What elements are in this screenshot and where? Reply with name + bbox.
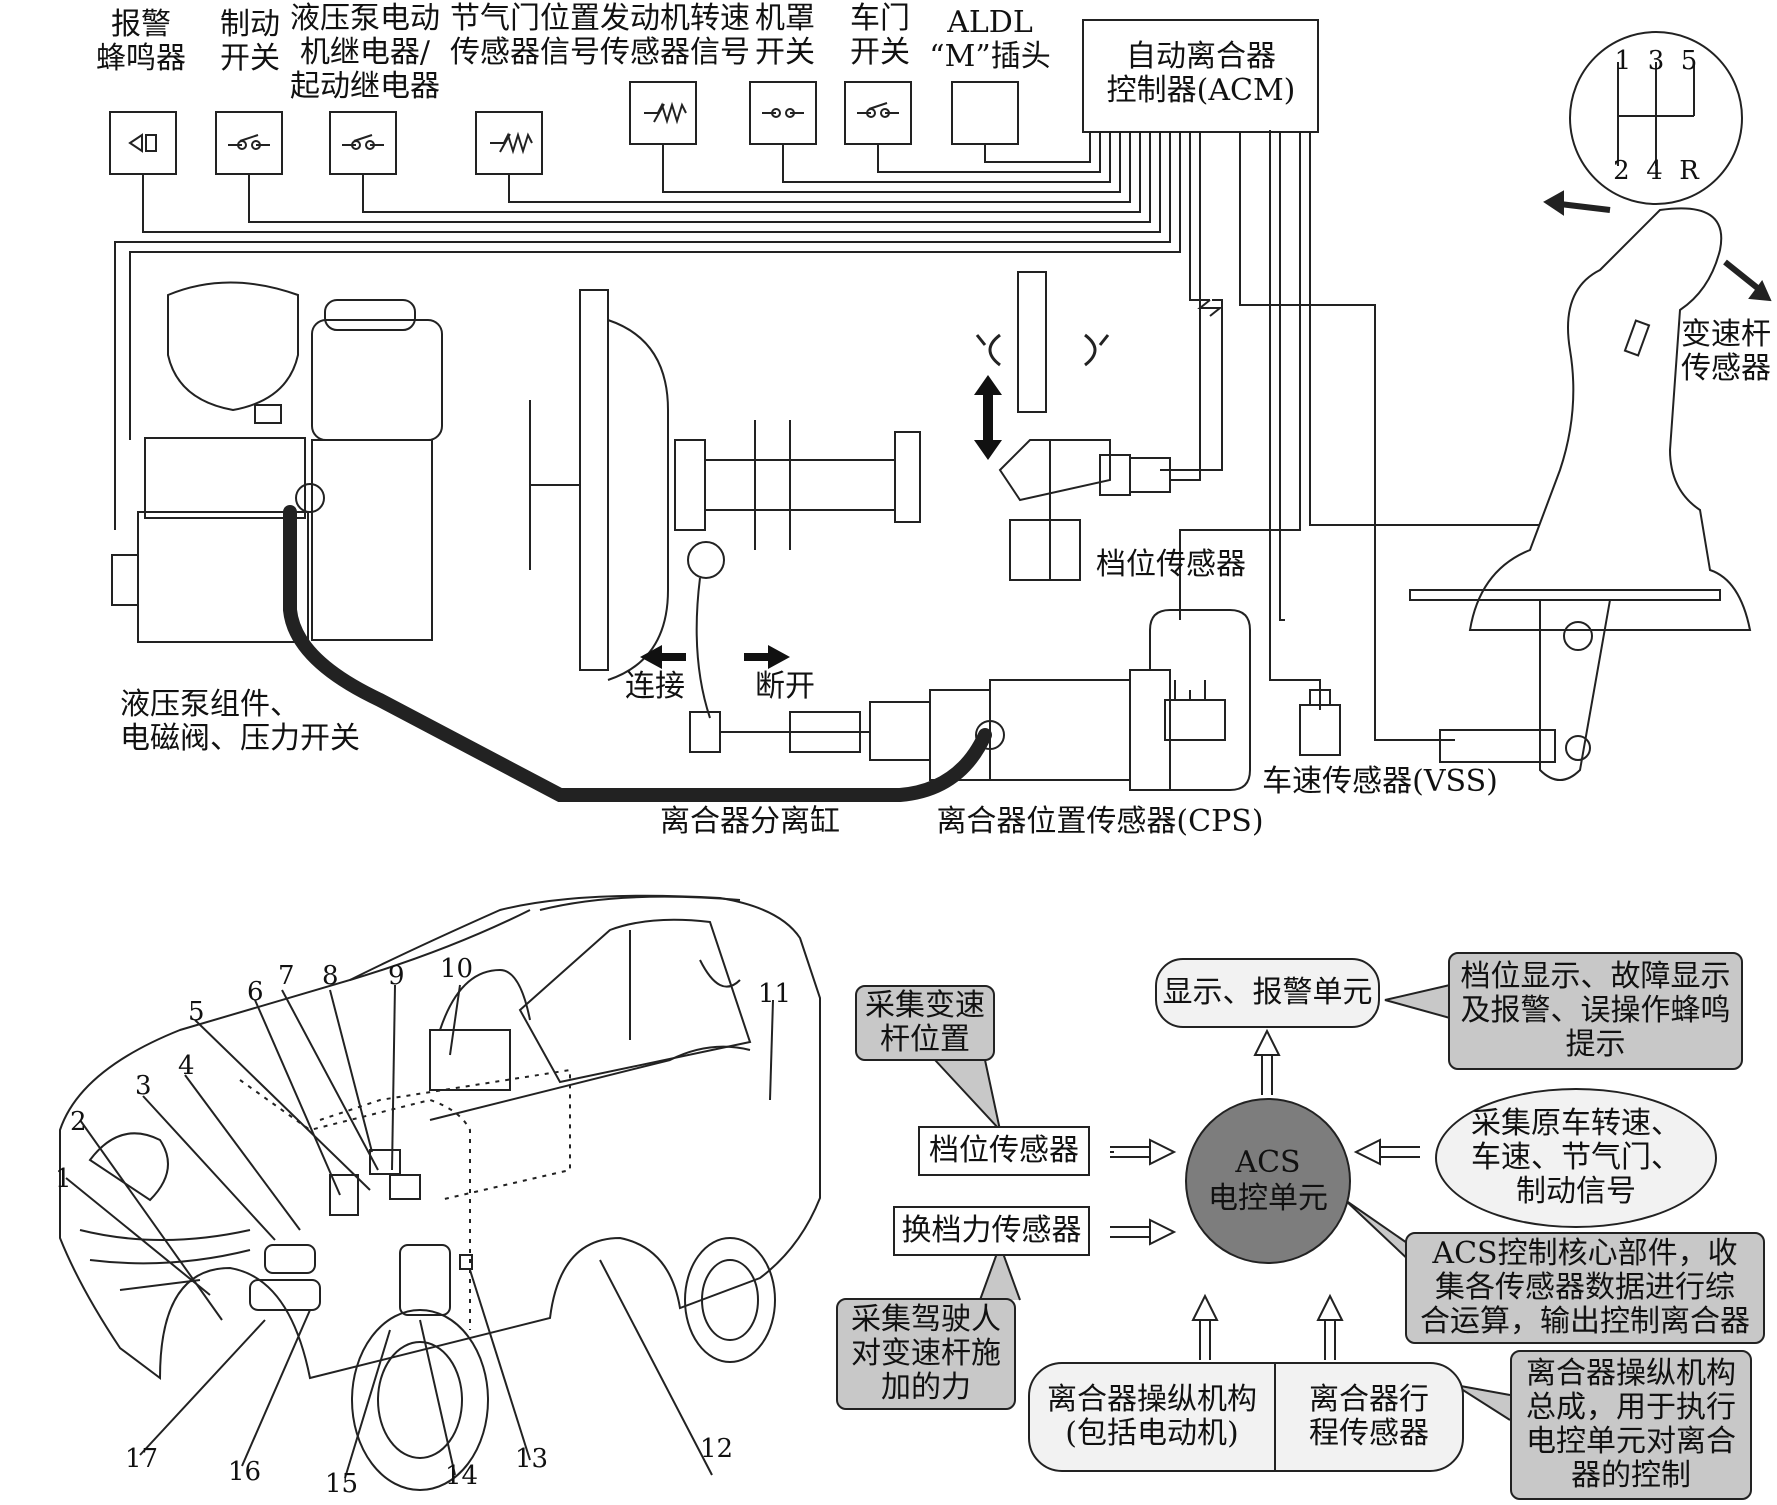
label-door-switch: 车门 开关	[850, 1, 910, 70]
label-hood-switch: 机罩 开关	[755, 1, 815, 70]
label-pump-relay: 液压泵电动 机继电器/ 起动继电器	[290, 1, 440, 104]
car-number-1: 1	[55, 1164, 72, 1194]
clutch-travel-sensor: 离合器行 程传感器	[1274, 1362, 1464, 1472]
display-alarm-unit: 显示、报警单元	[1155, 958, 1380, 1028]
car-number-9: 9	[388, 961, 405, 991]
car-number-2: 2	[70, 1107, 87, 1137]
label-shift-pattern-top: 1 3 5	[1614, 46, 1698, 76]
car-number-4: 4	[178, 1051, 195, 1081]
label-disengage: 断开	[755, 669, 815, 704]
car-number-13: 13	[515, 1444, 549, 1474]
label-vss: 车速传感器(VSS)	[1262, 764, 1498, 799]
car-number-10: 10	[440, 954, 474, 984]
collect-driver-force-note: 采集驾驶人 对变速杆施 加的力	[836, 1298, 1016, 1410]
gear-position-sensor: 档位传感器	[918, 1126, 1090, 1176]
car-number-6: 6	[247, 977, 264, 1007]
shift-force-sensor: 换档力传感器	[893, 1206, 1090, 1256]
car-number-8: 8	[322, 961, 339, 991]
car-number-17: 17	[125, 1444, 159, 1474]
clutch-actuator-mechanism: 离合器操纵机构 (包括电动机)	[1028, 1362, 1276, 1472]
label-aldl: ALDL “M”插头	[929, 5, 1051, 74]
acs-core-note: ACS控制核心部件，收 集各传感器数据进行综 合运算，输出控制离合器	[1405, 1232, 1765, 1344]
car-number-11: 11	[758, 979, 792, 1009]
car-number-3: 3	[135, 1071, 152, 1101]
label-gear-sensor: 档位传感器	[1096, 547, 1246, 582]
car-number-16: 16	[228, 1457, 262, 1487]
label-acm: 自动离合器 控制器(ACM)	[1106, 39, 1296, 108]
hood-switch-box	[749, 81, 817, 145]
aldl-box	[951, 81, 1019, 145]
label-tps-signal: 节气门位置 传感器信号	[450, 1, 600, 70]
label-rpm-signal: 发动机转速 传感器信号	[600, 1, 750, 70]
car-number-12: 12	[700, 1434, 734, 1464]
car-number-7: 7	[278, 961, 295, 991]
actuator-assembly-note: 离合器操纵机构 总成，用于执行 电控单元对离合 器的控制	[1510, 1350, 1752, 1500]
system-wiring-diagram	[109, 19, 1772, 802]
door-switch-box	[844, 81, 912, 145]
rpm-sensor-box	[629, 81, 697, 145]
collect-original-signals: 采集原车转速、 车速、节气门、 制动信号	[1435, 1088, 1717, 1228]
acs-control-unit: ACS 电控单元	[1185, 1098, 1351, 1264]
label-engage: 连接	[625, 669, 685, 704]
collect-lever-position-note: 采集变速 杆位置	[855, 985, 995, 1061]
label-brake-switch: 制动 开关	[220, 7, 280, 76]
label-shift-lever-sensor: 变速杆 传感器	[1681, 317, 1771, 386]
car-number-5: 5	[188, 997, 205, 1027]
label-pump-assembly: 液压泵组件、 电磁阀、压力开关	[120, 687, 360, 756]
label-shift-pattern-bottom: 2 4 R	[1613, 156, 1699, 186]
brake-switch-box	[215, 111, 283, 175]
label-cps: 离合器位置传感器(CPS)	[936, 804, 1264, 839]
car-number-15: 15	[325, 1469, 359, 1499]
car-number-14: 14	[445, 1461, 479, 1491]
display-unit-note: 档位显示、故障显示 及报警、误操作蜂鸣 提示	[1448, 952, 1743, 1070]
label-slave-cylinder: 离合器分离缸	[660, 804, 840, 839]
pump-relay-box	[329, 111, 397, 175]
label-alarm-buzzer: 报警 蜂鸣器	[96, 7, 186, 76]
tps-box	[475, 111, 543, 175]
